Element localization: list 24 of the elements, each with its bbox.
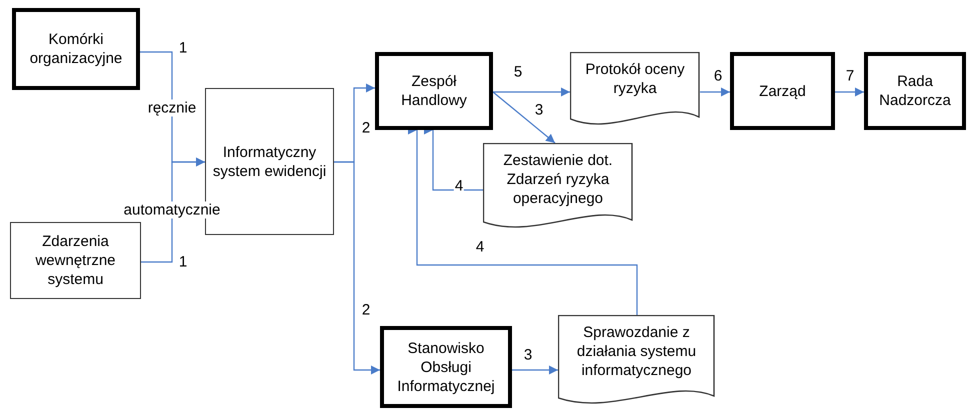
flow-label: ręcznie: [146, 100, 198, 116]
source-box: [10, 222, 141, 299]
node-text: Zarząd: [758, 82, 807, 100]
arrow: [493, 88, 570, 96]
arrow: [512, 366, 558, 374]
node-text: Protokół oceny ryzyka: [584, 60, 686, 98]
board-box: [864, 52, 966, 130]
arrow: [141, 158, 206, 263]
team-box: [375, 52, 493, 130]
org-unit-box: [12, 8, 140, 90]
arrow: [835, 88, 864, 96]
node-text: Informatyczny system ewidencji: [212, 142, 328, 180]
arrow: [334, 161, 381, 374]
node-text: Sprawozdanie z działania systemu informatycznego: [576, 323, 698, 380]
node-text: Rada Nadzorcza: [878, 72, 952, 110]
node-text: Zdarzenia wewnętrzne systemu: [34, 232, 117, 289]
arrow: [700, 88, 730, 96]
workstation-box: [380, 326, 512, 408]
arrow: [492, 92, 556, 144]
node-text: Zespół Handlowy: [400, 72, 468, 110]
node-text: Stanowisko Obsługi Informatycznej: [396, 338, 496, 396]
management-box: [730, 52, 835, 130]
node-text: Komórki organizacyjne: [28, 30, 124, 68]
flow-label: automatycznie: [122, 202, 222, 218]
